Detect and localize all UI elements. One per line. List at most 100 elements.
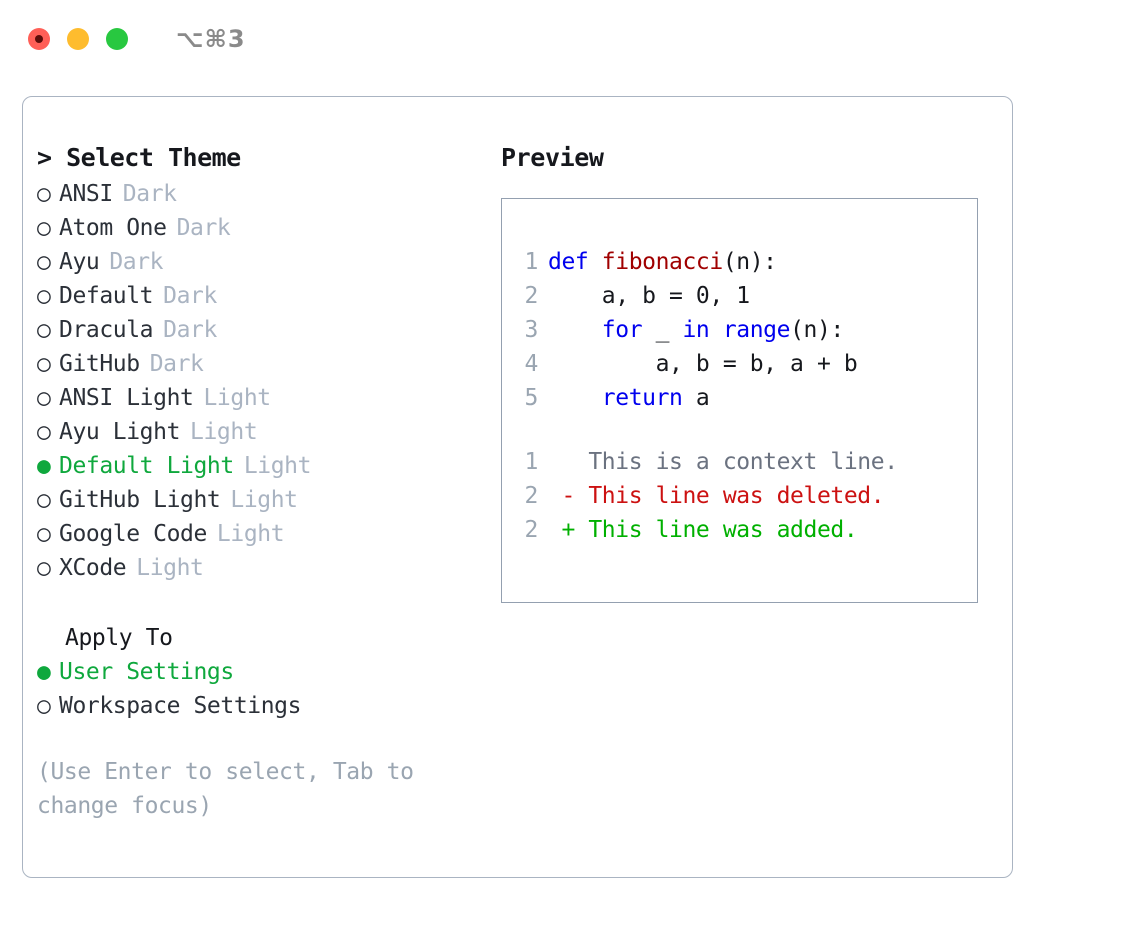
theme-name-label: ANSI Light: [59, 385, 194, 411]
code-token: range: [722, 317, 791, 343]
radio-unselected-icon[interactable]: ○: [37, 385, 51, 411]
theme-kind-badge: Dark: [149, 351, 204, 377]
diff-sample: 1 This is a context line.2 - This line w…: [502, 445, 977, 547]
radio-selected-icon[interactable]: ●: [37, 453, 51, 479]
theme-kind-badge: Light: [136, 555, 204, 581]
theme-name-label: GitHub: [59, 351, 140, 377]
theme-kind-badge: Light: [243, 453, 312, 479]
apply-to-list[interactable]: ●User Settings ○ Workspace Settings: [37, 655, 467, 723]
radio-unselected-icon[interactable]: ○: [37, 181, 51, 207]
code-line: 3 for _ in range(n):: [502, 313, 977, 347]
radio-unselected-icon[interactable]: ○: [37, 487, 51, 513]
theme-name-label: Atom One: [59, 215, 167, 241]
select-theme-heading: > Select Theme: [37, 143, 241, 172]
theme-name-label: Default: [59, 283, 154, 309]
code-token: (n):: [790, 317, 844, 343]
theme-kind-badge: Dark: [163, 317, 217, 343]
theme-list-item[interactable]: ○ Ayu Light Light: [37, 415, 467, 449]
code-token: def: [548, 249, 602, 275]
radio-selected-icon[interactable]: ●: [37, 659, 51, 685]
theme-list-item[interactable]: ○ XCode Light: [37, 551, 467, 585]
theme-kind-badge: Light: [230, 487, 298, 513]
window-title: ⌥⌘3: [176, 25, 246, 53]
title-bar: ⌥⌘3: [0, 0, 1140, 78]
radio-unselected-icon[interactable]: ○: [37, 521, 51, 547]
theme-name-label: XCode: [59, 555, 127, 581]
radio-unselected-icon[interactable]: ○: [37, 419, 51, 445]
radio-unselected-icon[interactable]: ○: [37, 693, 51, 719]
code-token: [548, 385, 602, 411]
apply-to-label: Workspace Settings: [59, 693, 302, 719]
code-token: in: [682, 317, 710, 343]
code-token: a, b = 0, 1: [548, 283, 750, 309]
theme-name-label: Ayu Light: [59, 419, 181, 445]
keyboard-hint-text: (Use Enter to select, Tab to change focu…: [37, 759, 414, 819]
minimize-window-button[interactable]: [67, 28, 89, 50]
close-window-button[interactable]: [28, 28, 50, 50]
radio-unselected-icon[interactable]: ○: [37, 351, 51, 377]
radio-unselected-icon[interactable]: ○: [37, 283, 51, 309]
theme-kind-badge: Light: [216, 521, 285, 547]
diff-line: 2 + This line was added.: [502, 513, 977, 547]
theme-name-label: GitHub Light: [59, 487, 221, 513]
theme-kind-badge: Light: [203, 385, 271, 411]
code-line-text: a, b = 0, 1: [548, 279, 750, 313]
diff-line-number: 2: [524, 483, 539, 509]
maximize-window-button[interactable]: [106, 28, 128, 50]
code-line: 5 return a: [502, 381, 977, 415]
code-line-number: 1: [524, 249, 539, 275]
diff-line-number: 1: [524, 449, 539, 475]
code-line-text: for _ in range(n):: [548, 313, 844, 347]
diff-marker: +: [548, 517, 575, 543]
theme-list-item[interactable]: ○ ANSI Light Light: [37, 381, 467, 415]
diff-line-text: This is a context line.: [574, 449, 898, 475]
apply-to-section: Apply To ●User Settings ○ Workspace Settin…: [37, 621, 467, 723]
theme-list-item[interactable]: ○ GitHub Light Light: [37, 483, 467, 517]
code-token: for: [601, 317, 643, 343]
diff-line-text: This line was added.: [574, 517, 858, 543]
preview-heading: Preview: [501, 143, 604, 172]
diff-line: 1 This is a context line.: [502, 445, 977, 479]
apply-to-heading: Apply To: [65, 625, 173, 651]
code-line: 1 def fibonacci(n):: [502, 245, 977, 279]
radio-unselected-icon[interactable]: ○: [37, 215, 51, 241]
theme-list-item[interactable]: ○ Atom One Dark: [37, 211, 467, 245]
code-line: 4 a, b = b, a + b: [502, 347, 977, 381]
theme-name-label: Ayu: [59, 249, 100, 275]
code-token: [548, 317, 602, 343]
code-line-number: 4: [524, 351, 539, 377]
code-token: a: [682, 385, 710, 411]
apply-to-option[interactable]: ○ Workspace Settings: [37, 689, 467, 723]
theme-name-label: Google Code: [59, 521, 207, 547]
apply-to-option[interactable]: ●User Settings: [37, 655, 467, 689]
theme-name-label: ANSI: [59, 181, 113, 207]
radio-unselected-icon[interactable]: ○: [37, 249, 51, 275]
code-line-text: return a: [548, 381, 710, 415]
theme-kind-badge: Light: [190, 419, 258, 445]
code-token: fibonacci: [601, 249, 723, 275]
code-token: [709, 317, 722, 343]
code-line-number: 5: [524, 385, 539, 411]
radio-unselected-icon[interactable]: ○: [37, 555, 51, 581]
radio-unselected-icon[interactable]: ○: [37, 317, 51, 343]
code-line-text: def fibonacci(n):: [548, 245, 777, 279]
code-line-text: a, b = b, a + b: [548, 347, 858, 381]
traffic-light-group: [28, 28, 128, 50]
code-line-number: 3: [524, 317, 539, 343]
code-token: _: [642, 317, 683, 343]
diff-line-number: 2: [524, 517, 539, 543]
theme-list-item[interactable]: ○ Google Code Light: [37, 517, 467, 551]
theme-kind-badge: Dark: [176, 215, 231, 241]
theme-list-item[interactable]: ○ GitHub Dark: [37, 347, 467, 381]
diff-marker: [548, 445, 575, 479]
